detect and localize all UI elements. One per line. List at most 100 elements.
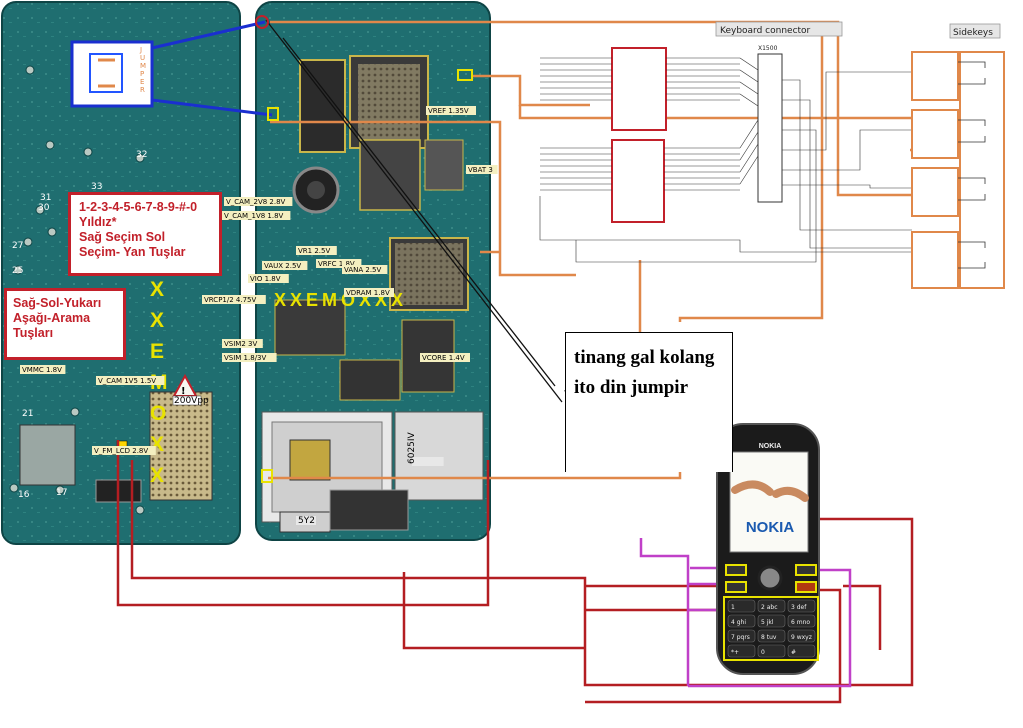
board-label-bg <box>96 376 165 385</box>
board-label-bg <box>224 197 293 206</box>
phone-key-label: 6 mno <box>791 619 810 626</box>
board-label-bg <box>412 457 444 466</box>
phone-screen-logo: NOKIA <box>746 519 795 536</box>
watermark-letter: E <box>150 340 164 363</box>
chip-34 <box>424 139 464 191</box>
board-label: V_CAM_1V8 1.8V <box>224 212 284 220</box>
emi-filter-ic-1 <box>611 47 667 131</box>
svg-text:27: 27 <box>12 241 23 251</box>
board-label-bg <box>92 446 156 455</box>
watermark-letter: X <box>150 309 164 332</box>
board-label: 5Y2 <box>298 516 315 526</box>
phone-key-label: # <box>791 649 796 656</box>
board-label: VBAT 3 <box>468 166 493 174</box>
svg-text:!: ! <box>181 386 186 397</box>
phone-key <box>787 599 816 613</box>
phone-key <box>787 644 816 658</box>
phone-key <box>727 614 756 628</box>
svg-text:33: 33 <box>91 182 102 192</box>
board-label-bg <box>222 211 291 220</box>
phone-key <box>727 644 756 658</box>
phone-key <box>757 599 786 613</box>
sim-contacts <box>289 439 331 481</box>
board-label: VR1 2.5V <box>298 247 330 255</box>
phone-key <box>727 629 756 643</box>
board-label: VDRAM 1.8V <box>346 289 390 297</box>
watermark-letter: X <box>150 278 164 301</box>
phone-key-label: 1 <box>731 604 735 611</box>
callout-keys-line-1: 1-2-3-4-5-6-7-8-9-#-0 <box>79 200 198 214</box>
board-label-bg <box>296 246 337 255</box>
board-label-bg <box>20 365 66 374</box>
pmu-ic <box>339 359 401 401</box>
phone-key <box>787 629 816 643</box>
keyboard-connector-label: Keyboard connector <box>720 26 811 36</box>
watermark-letter: O <box>150 402 166 425</box>
board-label: VREF 1.35V <box>428 107 469 115</box>
battery-connector <box>329 489 409 531</box>
svg-text:31: 31 <box>40 193 51 203</box>
phone-screen <box>729 451 809 553</box>
watermark-vertical: XXEMOXX <box>150 278 168 487</box>
phone-key-label: 8 tuv <box>761 634 777 641</box>
shield-can <box>149 391 213 501</box>
board-label-bg <box>344 288 394 297</box>
board-label-bg <box>262 261 308 270</box>
phone-key-label: 4 ghi <box>731 619 746 626</box>
emi-filter-ic-2 <box>611 139 665 223</box>
connector-ref-label: X1500 <box>758 45 778 52</box>
phone-key <box>757 629 786 643</box>
board-label: VANA 2.5V <box>344 266 382 274</box>
board-label: VRCP1/2 4.75V <box>204 296 256 304</box>
board-label: VSIM 1.8/3V <box>224 354 267 362</box>
board-label: V_FM_LCD 2.8V <box>94 447 148 455</box>
callout-nav-line-2: Aşağı-Arama <box>13 311 91 325</box>
sidekey-filters <box>911 51 1005 289</box>
phone-key-label: 3 def <box>791 604 807 611</box>
board-label: VAUX 2.5V <box>264 262 301 270</box>
board-label: VSIM2 3V <box>224 340 257 348</box>
phone-key-label: *+ <box>731 649 739 656</box>
callout-keys-line-2: Yıldız* <box>79 215 117 229</box>
rf-ic <box>274 299 346 356</box>
camera-flex-area <box>299 59 346 153</box>
board-label-bg <box>248 274 289 283</box>
board-label: VIO 1.8V <box>250 275 281 283</box>
svg-text:25: 25 <box>12 266 23 276</box>
board-label: V_CAM_2V8 2.8V <box>226 198 286 206</box>
board-label-bg <box>342 265 388 274</box>
callout-keys-line-4: Seçim- Yan Tuşlar <box>79 245 186 259</box>
note-line-1: tinang gal kolang <box>574 347 715 368</box>
connector-x1500 <box>757 53 783 203</box>
board-label-bg <box>426 106 476 115</box>
callout-keys: 1-2-3-4-5-6-7-8-9-#-0 Yıldız* Sağ Seçim … <box>68 192 222 276</box>
note-box: tinang gal kolang ito din jumpir <box>565 332 733 472</box>
callout-keys-line-3: Sağ Seçim Sol <box>79 230 166 244</box>
watermark-letter: X <box>150 464 164 487</box>
svg-text:30: 30 <box>38 203 50 213</box>
buzzer <box>19 424 76 486</box>
phone-key-label: 7 pqrs <box>731 634 750 641</box>
memory-card-slot <box>394 411 484 501</box>
phone-key <box>787 614 816 628</box>
callout-nav: Sağ-Sol-Yukarı Aşağı-Arama Tuşları <box>4 288 126 360</box>
warning-sticker-text: 200Vpp <box>174 396 209 406</box>
note-line-2: ito din jumpir <box>574 377 689 398</box>
svg-text:17: 17 <box>56 488 67 498</box>
phone-key <box>757 644 786 658</box>
board-voltage-labels: VREF 1.35V VBAT 3 V_CAM_2V8 2.8V V_CAM_1V8 … <box>20 106 498 526</box>
board-label: VMMC 1.8V <box>22 366 62 374</box>
board-label-bg <box>222 353 277 362</box>
phone-key-label: 0 <box>761 649 765 656</box>
jumper-diagram <box>70 15 473 483</box>
keypad-outline <box>723 596 819 661</box>
svg-text:21: 21 <box>22 409 33 419</box>
board-label: VRFC 1.8V <box>318 260 355 268</box>
navi-key <box>757 565 783 591</box>
phone-key <box>757 614 786 628</box>
board-label-bg <box>202 295 266 304</box>
